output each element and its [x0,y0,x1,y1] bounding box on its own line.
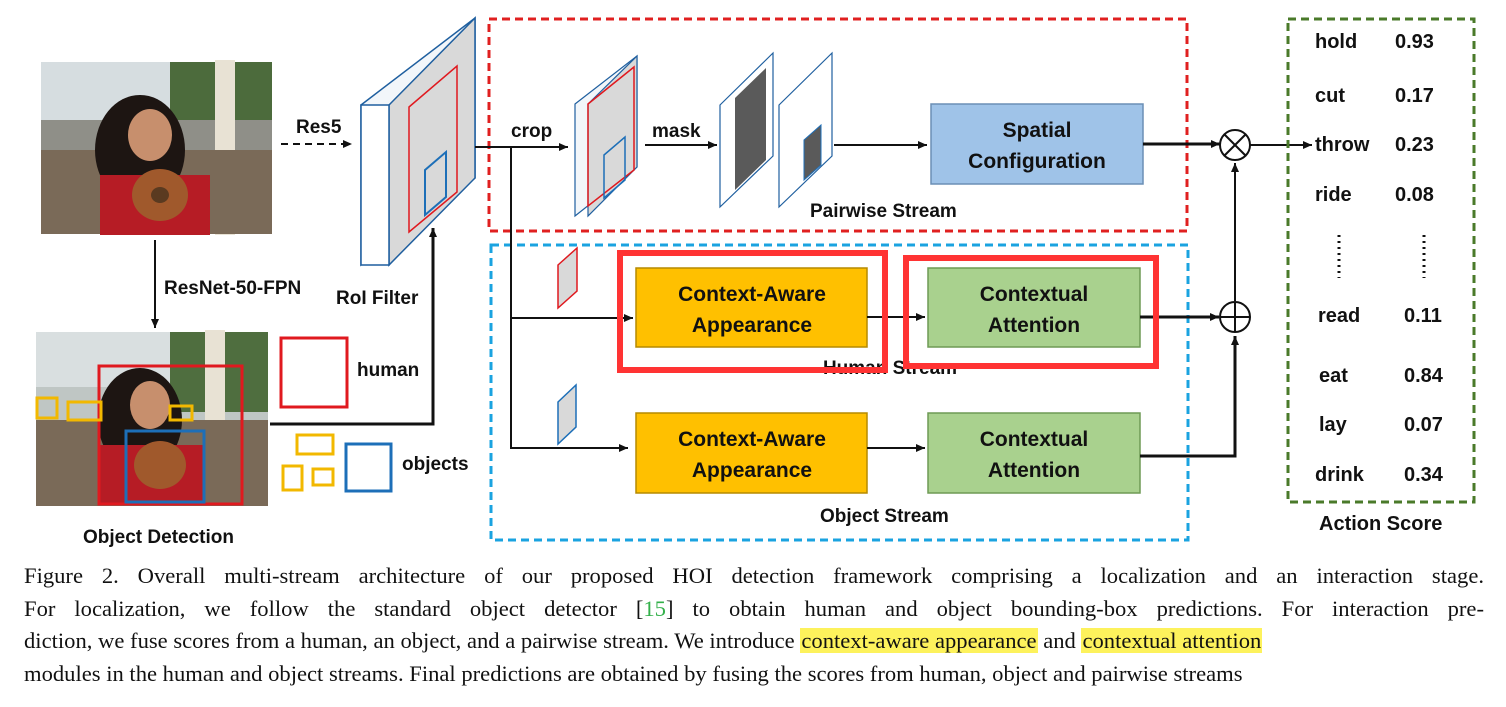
object-detection-label: Object Detection [83,527,234,548]
caption-line-3: diction, we fuse scores from a human, an… [24,625,1484,658]
action-name: drink [1315,464,1365,486]
action-score: 0.07 [1404,414,1443,436]
figure-caption: Figure 2. Overall multi-stream architect… [24,560,1484,690]
object-legend-box-4 [344,442,393,493]
object-stream-label: Object Stream [820,506,949,527]
object-ca-label-1: Contextual [980,428,1089,451]
object-caa-label-1: Context-Aware [678,428,826,451]
action-score: 0.08 [1395,184,1434,206]
object-legend-box-3 [311,467,335,487]
human-caa-label-2: Appearance [692,314,812,337]
highlight-caa [617,250,888,373]
architecture-diagram: ResNet-50-FPN Object Detection human obj… [35,16,1476,548]
spatial-configuration-box [930,103,1144,185]
objects-legend-label: objects [402,454,469,475]
object-ca-to-add [1140,336,1239,458]
human-ca-box [927,267,1141,348]
human-caa-label-1: Context-Aware [678,283,826,306]
action-score: 0.17 [1395,85,1434,107]
caption-text: diction, we fuse scores from a human, an… [24,628,801,653]
detection-to-roi-arrow [270,228,437,426]
human-legend-label: human [357,360,419,381]
human-caa-box [635,267,868,348]
action-name: cut [1315,85,1345,107]
action-score: 0.84 [1404,365,1444,387]
pairwise-stream-label: Pairwise Stream [810,201,957,222]
caption-line-1: Figure 2. Overall multi-stream architect… [24,563,1484,588]
citation-link[interactable]: 15 [643,595,666,621]
action-score-border [1286,17,1476,504]
caption-text: ] to obtain human and object bounding-bo… [665,595,1484,621]
object-mask [778,51,833,209]
action-score: 0.93 [1395,31,1434,53]
human-legend-box [279,336,349,409]
action-score: 0.34 [1404,464,1444,486]
human-crop-slab [557,246,578,310]
highlight-contextual-attention: contextual attention [1081,628,1263,653]
crop-slab [574,54,638,218]
human-mask [719,51,774,209]
action-name: hold [1315,31,1357,53]
caption-line-2: For localization, we follow the standard… [24,593,1484,626]
object-caa-label-2: Appearance [692,459,812,482]
object-legend-box-2 [281,464,304,492]
caption-text: For localization, we follow the standard… [24,595,644,621]
input-image [41,60,272,235]
highlight-context-aware-appearance: context-aware appearance [800,628,1038,653]
action-list: hold 0.93 cut 0.17 throw 0.23 ride 0.08 … [1315,31,1444,486]
res5-label: Res5 [296,117,342,138]
action-name: lay [1319,414,1348,436]
spatial-label-2: Configuration [968,150,1106,173]
action-name: throw [1315,134,1370,156]
multiply-icon [1219,129,1251,161]
action-score: 0.11 [1404,305,1442,327]
action-name: read [1318,305,1360,327]
roi-filter-volume [360,16,476,267]
object-ca-label-2: Attention [988,459,1080,482]
object-caa-box [635,412,868,494]
detection-image [35,330,268,506]
object-crop-slab [557,383,577,446]
human-ca-label-2: Attention [988,314,1080,337]
action-score-label: Action Score [1319,513,1442,535]
action-name: ride [1315,184,1352,206]
caption-text: and [1037,628,1082,653]
object-ca-box [927,412,1141,494]
spatial-label-1: Spatial [1003,119,1072,142]
add-icon [1219,301,1251,333]
resnet-label: ResNet-50-FPN [164,278,301,299]
mask-label: mask [652,121,701,142]
crop-vertical-line [510,147,628,452]
roi-filter-label: RoI Filter [336,288,419,309]
action-score: 0.23 [1395,134,1434,156]
highlight-ca [903,255,1159,369]
object-legend-box-1 [295,433,335,456]
human-ca-label-1: Contextual [980,283,1089,306]
action-name: eat [1319,365,1348,387]
caption-line-4: modules in the human and object streams.… [24,660,1243,686]
object-stream-border [489,243,1190,542]
crop-label: crop [511,121,552,142]
